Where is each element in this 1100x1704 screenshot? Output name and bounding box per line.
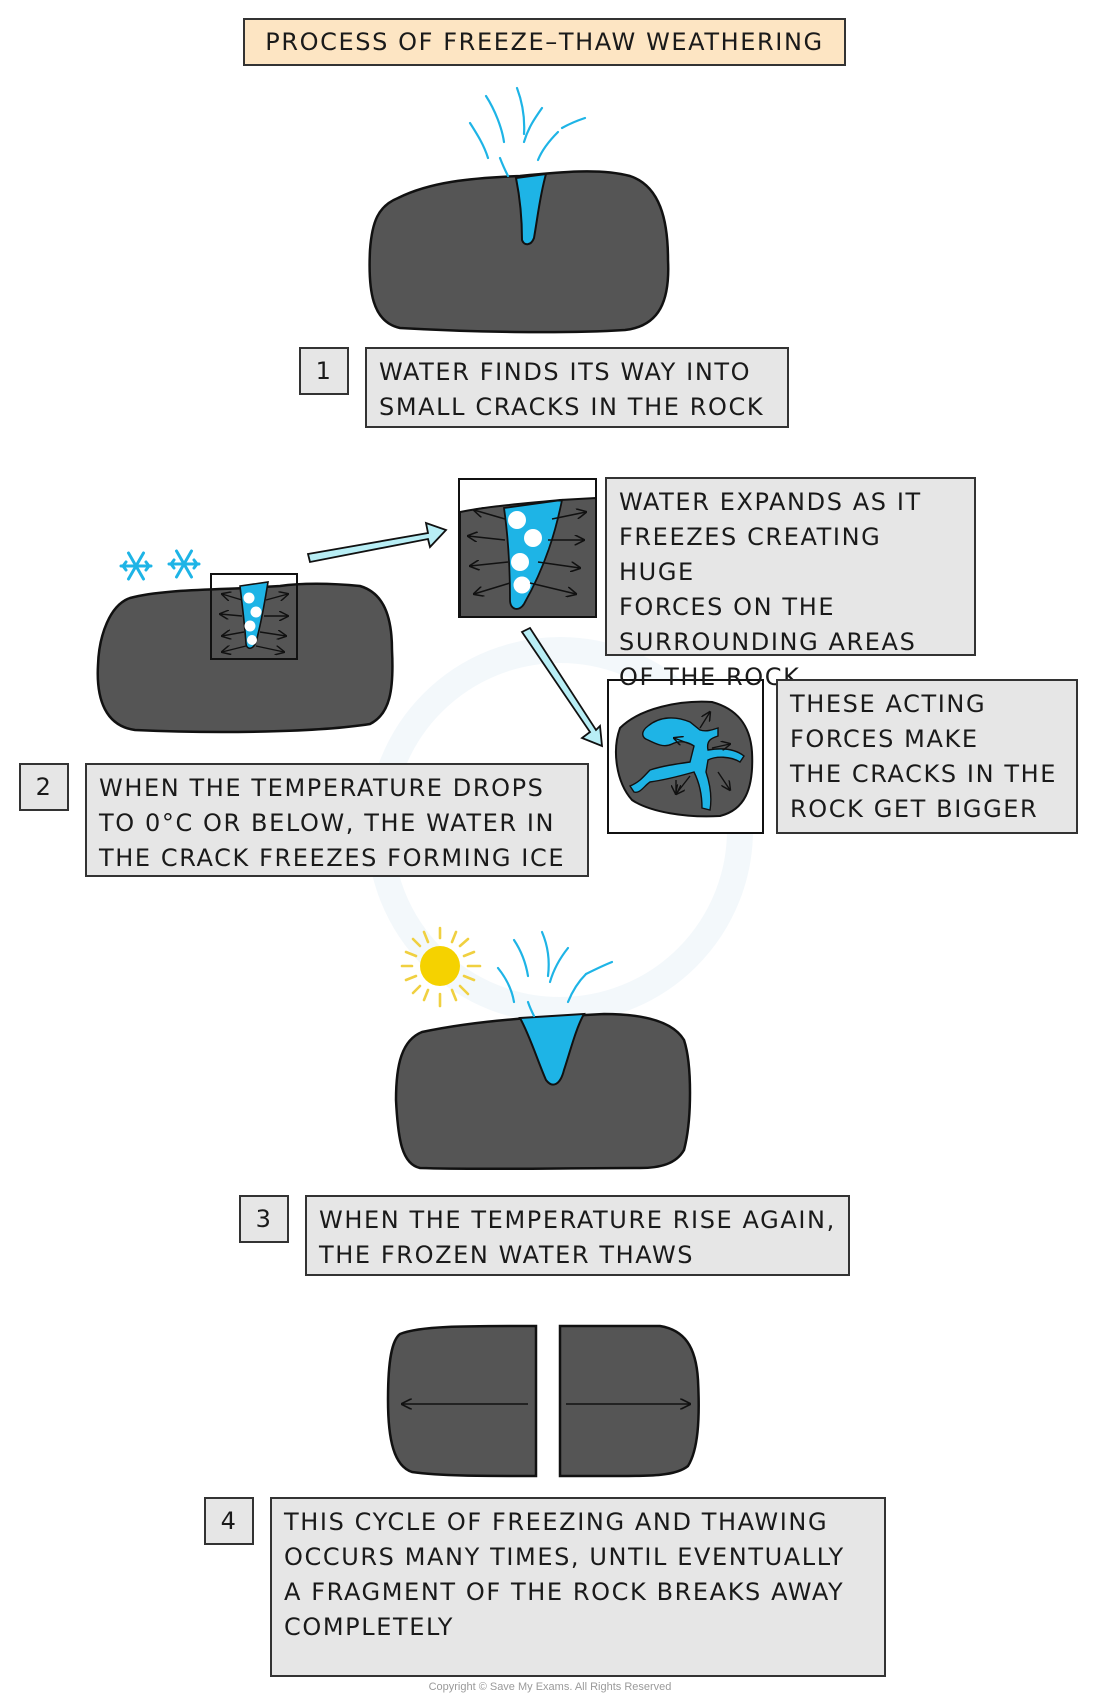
- zoom-frame-small: [210, 573, 298, 660]
- rock-stage-4-right: [558, 1324, 700, 1478]
- page-title: PROCESS OF FREEZE–THAW WEATHERING: [243, 18, 846, 66]
- step-text: WHEN THE TEMPERATURE RISE AGAIN, THE FRO…: [305, 1195, 850, 1276]
- step-text: WATER FINDS ITS WAY INTO SMALL CRACKS IN…: [365, 347, 789, 428]
- water-splash-stage-3: [496, 930, 614, 1018]
- step-number: 2: [19, 763, 69, 811]
- cracked-rock: [615, 700, 754, 818]
- callout-expansion: WATER EXPANDS AS IT FREEZES CREATING HUG…: [605, 477, 976, 691]
- rock-stage-4-left: [386, 1324, 538, 1478]
- copyright-notice: Copyright © Save My Exams. All Rights Re…: [428, 1681, 672, 1693]
- ice-crystals-stage-2: [243, 592, 262, 645]
- step-number: 4: [204, 1497, 254, 1545]
- water-crack-stage-1: [514, 172, 548, 246]
- zoomed-rock: [460, 496, 596, 617]
- rock-stage-1: [368, 170, 670, 334]
- pressure-arrows-stage-2: [220, 594, 288, 652]
- rock-stage-2: [96, 582, 394, 734]
- water-crack-stage-3: [518, 1012, 586, 1086]
- snowflake-icon: [119, 549, 201, 581]
- zoom-arrow-right: [306, 521, 448, 564]
- step-number: 3: [239, 1195, 289, 1243]
- step-number: 1: [299, 347, 349, 395]
- sun-icon: [400, 926, 482, 1008]
- callout-forces: THESE ACTING FORCES MAKE THE CRACKS IN T…: [776, 679, 1078, 834]
- step-text: THIS CYCLE OF FREEZING AND THAWING OCCUR…: [270, 1497, 886, 1677]
- zoom-arrow-down: [520, 626, 604, 748]
- rock-stage-3: [394, 1012, 692, 1171]
- step-text: WHEN THE TEMPERATURE DROPS TO 0°C OR BEL…: [85, 763, 589, 877]
- water-splash-stage-1: [468, 86, 587, 178]
